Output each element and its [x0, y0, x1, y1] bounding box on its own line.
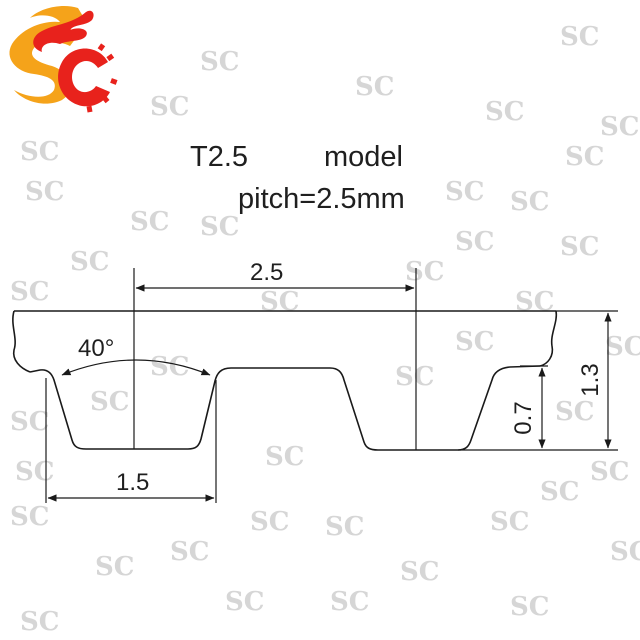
watermark-mark: SC	[455, 227, 494, 257]
belt-height-label: 1.3	[577, 363, 604, 396]
watermark-mark: SC	[455, 327, 494, 357]
watermark-mark: SC	[540, 477, 579, 507]
watermark-mark: SC	[15, 457, 54, 487]
pitch-dimension-label: 2.5	[250, 259, 283, 286]
watermark-mark: SC	[260, 287, 299, 317]
watermark-mark: SC	[10, 407, 49, 437]
watermark-mark: SC	[590, 457, 629, 487]
watermark-mark: SC	[355, 72, 394, 102]
pitch-text: pitch=2.5mm	[238, 183, 405, 215]
extension-lines	[45, 268, 618, 503]
sc-dragon-logo	[9, 6, 118, 113]
watermark-mark: SC	[395, 362, 434, 392]
watermark-mark: SC	[510, 187, 549, 217]
angle-label: 40°	[78, 335, 114, 362]
dimension-lines	[47, 284, 612, 502]
watermark-mark: SC	[600, 112, 639, 142]
model-label: model	[324, 141, 403, 173]
angle-dimension-arc	[61, 359, 211, 376]
watermark-mark: SC	[445, 177, 484, 207]
watermark-mark: SC	[405, 257, 444, 287]
model-name: T2.5	[190, 141, 248, 173]
watermark-mark: SC	[400, 557, 439, 587]
watermark-mark: SC	[490, 507, 529, 537]
logo-c-teeth	[86, 43, 118, 113]
belt-right-break	[539, 310, 558, 367]
watermark-mark: SC	[565, 142, 604, 172]
watermark-mark: SC	[325, 512, 364, 542]
watermark-mark: SC	[610, 537, 640, 567]
watermark-mark: SC	[515, 287, 554, 317]
watermark-mark: SC	[10, 502, 49, 532]
watermark-mark: SC	[200, 212, 239, 242]
watermark-mark: SC	[200, 47, 239, 77]
tooth-height-label: 0.7	[510, 401, 537, 434]
watermark-mark: SC	[605, 332, 640, 362]
tooth-width-label: 1.5	[116, 469, 149, 496]
watermark-mark: SC	[250, 507, 289, 537]
watermark-mark: SC	[130, 207, 169, 237]
watermark-mark: SC	[330, 587, 369, 617]
watermark-mark: SC	[560, 232, 599, 262]
watermark-mark: SC	[510, 592, 549, 622]
watermark-mark: SC	[485, 97, 524, 127]
watermark-mark: SC	[95, 552, 134, 582]
watermark-mark: SC	[170, 537, 209, 567]
watermark-mark: SC	[265, 442, 304, 472]
watermark-mark: SC	[555, 397, 594, 427]
belt-tooth-profile	[29, 365, 541, 451]
logo-c-shape	[58, 48, 110, 107]
watermark-mark: SC	[90, 387, 129, 417]
watermark-mark: SC	[225, 587, 264, 617]
watermark-mark: SC	[25, 177, 64, 207]
watermark-mark: SC	[20, 137, 59, 167]
belt-left-break	[12, 310, 31, 373]
watermark-mark: SC	[70, 247, 109, 277]
belt-profile	[12, 310, 558, 451]
watermark-mark: SC	[10, 277, 49, 307]
watermark-pattern: SC SC SC SC SC SC SC SC SC SC SC SC SC S…	[10, 22, 640, 637]
watermark-mark: SC	[560, 22, 599, 52]
watermark-mark: SC	[150, 92, 189, 122]
watermark-mark: SC	[20, 607, 59, 637]
logo-s-red	[33, 10, 94, 52]
watermark-mark: SC	[150, 352, 189, 382]
